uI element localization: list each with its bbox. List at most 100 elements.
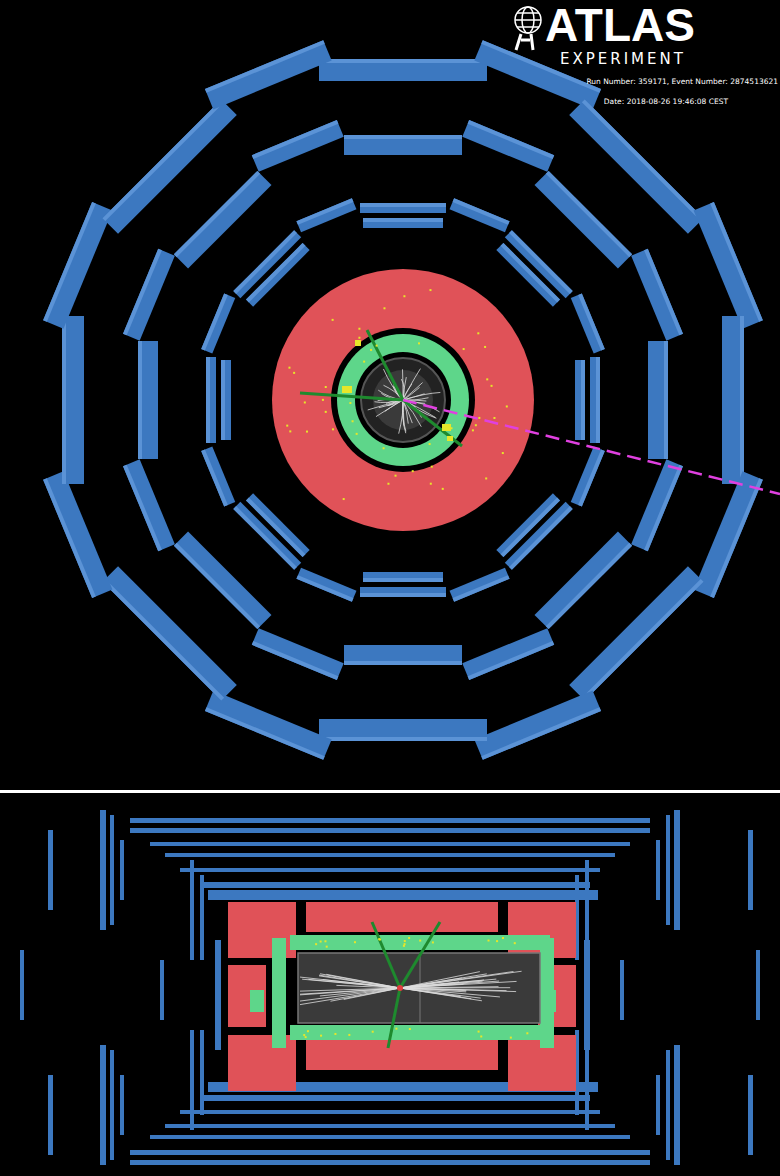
energy-deposit	[387, 483, 389, 485]
energy-deposit	[383, 447, 385, 449]
muon-chamber	[174, 171, 272, 269]
muon-chamber	[100, 1045, 106, 1165]
muon-chamber	[201, 447, 235, 507]
energy-deposit	[491, 385, 493, 387]
energy-deposit	[325, 386, 327, 388]
muon-chamber	[360, 203, 446, 213]
energy-deposit	[429, 443, 431, 445]
muon-chamber	[190, 860, 194, 960]
muon-chamber	[575, 360, 585, 440]
muon-chamber	[363, 572, 443, 582]
muon-chamber	[165, 853, 615, 857]
energy-deposit	[404, 943, 406, 945]
energy-deposit	[429, 289, 431, 291]
muon-chamber	[450, 568, 510, 602]
muon-chamber	[571, 293, 605, 353]
energy-deposit	[484, 346, 486, 348]
muon-chamber	[110, 815, 114, 925]
muon-chamber	[631, 459, 683, 551]
muon-chamber	[535, 532, 633, 630]
muon-chamber	[656, 1075, 660, 1135]
bottom-panel	[0, 793, 780, 1176]
muon-chamber	[200, 882, 590, 888]
energy-deposit	[485, 477, 487, 479]
energy-deposit	[514, 942, 516, 944]
energy-deposit	[403, 945, 405, 947]
muon-chamber	[233, 502, 301, 570]
energy-deposit	[326, 946, 328, 948]
muon-chamber	[296, 198, 356, 232]
energy-deposit	[475, 424, 477, 426]
energy-deposit	[307, 1030, 309, 1032]
muon-chamber	[200, 1095, 590, 1101]
track	[376, 400, 403, 417]
track	[308, 979, 400, 988]
energy-deposit	[463, 348, 465, 350]
track	[326, 974, 400, 988]
muon-chamber	[319, 719, 487, 741]
logo-subtitle: EXPERIMENT	[560, 50, 686, 68]
muon-chamber	[590, 357, 600, 443]
track	[344, 988, 400, 999]
energy-deposit	[395, 1028, 397, 1030]
muon-chamber	[694, 471, 763, 598]
muon-chamber	[319, 59, 487, 81]
run-info: Run Number: 359171, Event Number: 287451…	[586, 77, 778, 86]
track	[399, 400, 403, 434]
muon-chamber	[190, 1030, 194, 1130]
energy-deposit	[383, 307, 385, 309]
muon-chamber	[130, 1160, 650, 1165]
energy-deposit	[358, 328, 360, 330]
muon-chamber	[535, 171, 633, 269]
energy-deposit	[332, 319, 334, 321]
muon-chamber	[43, 471, 112, 598]
muon-chamber	[205, 691, 332, 760]
track	[400, 981, 499, 988]
muon-chamber	[474, 691, 601, 760]
muon-chamber	[756, 950, 760, 1020]
muon-chamber	[165, 1124, 615, 1128]
muon-chamber	[722, 316, 744, 484]
muon-chamber	[252, 120, 344, 172]
muon-chamber	[674, 810, 680, 930]
muon-chamber	[674, 1045, 680, 1165]
muon-chamber	[200, 1030, 204, 1115]
energy-deposit	[477, 332, 479, 334]
missing-energy	[403, 400, 780, 494]
energy-deposit	[486, 378, 488, 380]
energy-deposit	[502, 452, 504, 454]
muon-chamber	[584, 940, 590, 1050]
muon-chamber	[360, 587, 446, 597]
track	[400, 988, 466, 992]
energy-deposit	[431, 466, 433, 468]
muon-chamber	[344, 645, 462, 665]
muon-chamber	[150, 1135, 630, 1139]
energy-deposit	[408, 937, 410, 939]
muon-chamber	[160, 960, 164, 1020]
top-panel	[0, 0, 780, 790]
energy-deposit	[349, 402, 351, 404]
energy-deposit	[334, 1033, 336, 1035]
muon-chamber	[450, 198, 510, 232]
muon-chamber	[201, 293, 235, 353]
energy-deposit	[332, 428, 334, 430]
energy-deposit	[376, 345, 378, 347]
energy-deposit	[488, 940, 490, 942]
muon-chamber	[123, 249, 175, 341]
muon-chamber	[150, 842, 630, 846]
energy-deposit	[472, 429, 474, 431]
energy-deposit	[293, 372, 295, 374]
muon-chamber	[130, 818, 650, 823]
track	[368, 400, 403, 410]
muon-chamber	[631, 249, 683, 341]
logo-title: ATLAS	[545, 2, 695, 48]
energy-deposit	[286, 425, 288, 427]
muon-chamber	[656, 840, 660, 900]
energy-deposit	[506, 405, 508, 407]
energy-deposit	[478, 417, 480, 419]
energy-deposit	[306, 431, 308, 433]
energy-deposit	[348, 1034, 350, 1036]
muon-chamber	[221, 360, 231, 440]
